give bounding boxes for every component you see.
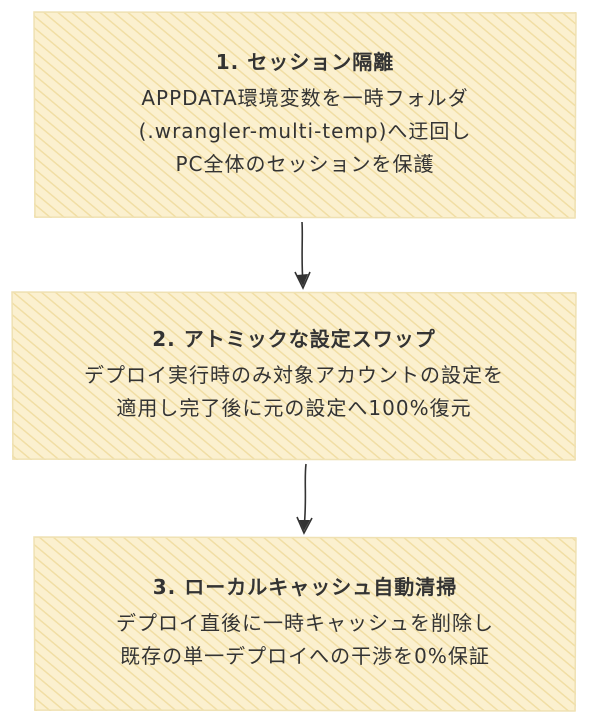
arrow-2-to-3: [296, 463, 313, 535]
step-1-line-1: APPDATA環境変数を一時フォルダ: [141, 85, 469, 110]
step-2-box-shape: [11, 291, 577, 461]
step-2-line-1: デプロイ実行時のみ対象アカウントの設定を: [84, 363, 504, 387]
step-1-title: 1. セッション隔離: [215, 49, 395, 74]
step-3-line-1: デプロイ直後に一時キャッシュを削除し: [116, 611, 494, 635]
step-3-title: 3. ローカルキャッシュ自動清掃: [152, 575, 458, 599]
step-3-box: 3. ローカルキャッシュ自動清掃 デプロイ直後に一時キャッシュを削除し 既存の単…: [34, 537, 576, 711]
step-1-box-shape: [33, 11, 577, 219]
step-1-line-3: PC全体のセッションを保護: [175, 151, 435, 176]
step-3-box-shape: [33, 536, 577, 712]
step-1-box: 1. セッション隔離 APPDATA環境変数を一時フォルダ (.wrangler…: [34, 12, 576, 218]
step-3-line-2: 既存の単一デプロイへの干渉を0%保証: [120, 644, 490, 668]
arrow-1-to-2: [294, 221, 311, 290]
step-1-line-2: (.wrangler-multi-temp)へ迂回し: [138, 118, 472, 143]
step-2-box: 2. アトミックな設定スワップ デプロイ実行時のみ対象アカウントの設定を 適用し…: [12, 292, 576, 460]
step-2-title: 2. アトミックな設定スワップ: [152, 327, 436, 351]
step-2-line-2: 適用し完了後に元の設定へ100%復元: [116, 396, 472, 420]
